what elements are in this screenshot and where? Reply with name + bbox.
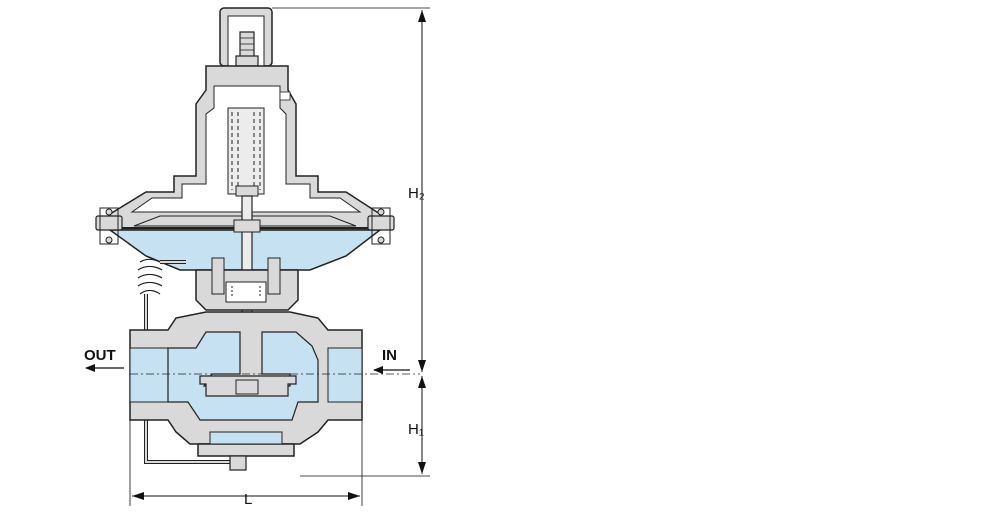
flange-bolt-right bbox=[367, 207, 395, 245]
dimension-h1 bbox=[300, 376, 430, 477]
dimension-h2 bbox=[272, 7, 430, 372]
valve-body bbox=[129, 311, 363, 445]
dimension-h2-label: H₂ bbox=[408, 185, 425, 202]
dimension-l-label: L bbox=[244, 491, 252, 508]
outlet-label: OUT bbox=[84, 347, 116, 364]
flange-bolt-left bbox=[95, 207, 123, 245]
inlet-label: IN bbox=[382, 347, 397, 364]
stem-guide-housing bbox=[195, 257, 299, 311]
dimension-l bbox=[129, 420, 363, 506]
compression-spring bbox=[227, 107, 265, 197]
dimension-h1-label: H₁ bbox=[408, 421, 424, 438]
bottom-plug bbox=[197, 431, 295, 471]
